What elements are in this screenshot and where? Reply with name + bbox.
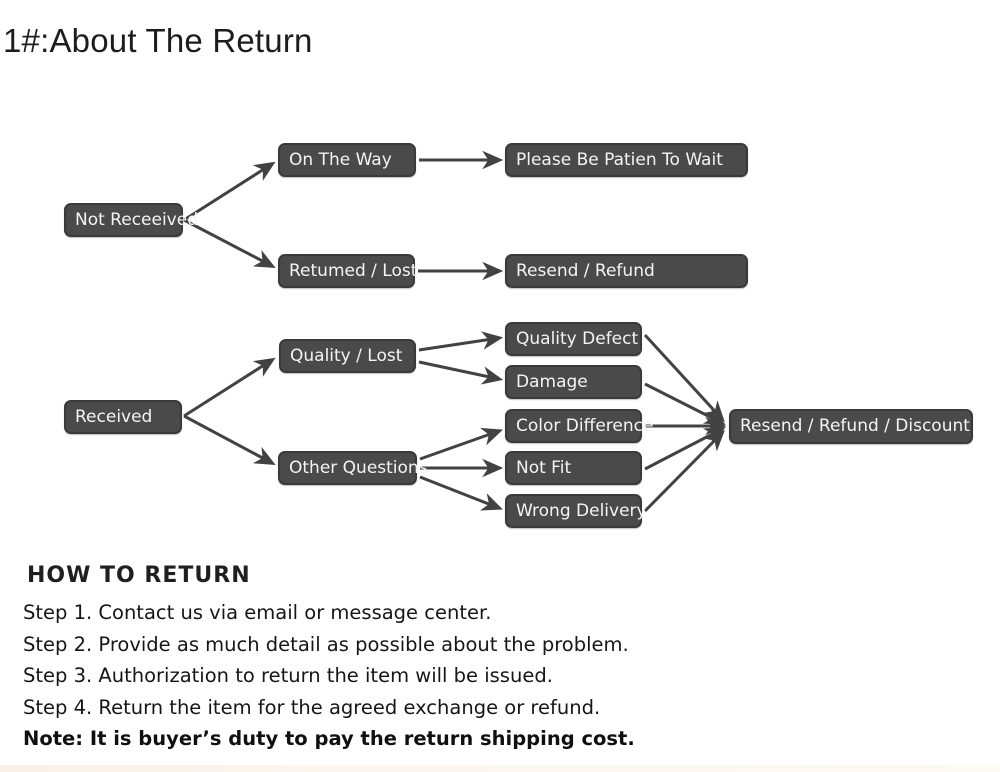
flow-node-please-wait: Please Be Patien To Wait [505, 143, 748, 177]
flow-node-resend-refund-discount: Resend / Refund / Discount [729, 409, 973, 444]
flow-node-received: Received [64, 400, 182, 434]
arrow-received-to-other-questions [183, 414, 276, 465]
arrow-not-received-to-returned-lost [183, 218, 276, 268]
return-step-1: Step 1. Contact us via email or message … [23, 601, 492, 624]
flow-node-other-questions: Other Questions [278, 451, 428, 485]
flow-node-quality-defect: Quality Defect [505, 322, 642, 356]
flow-node-quality-lost: Quality / Lost [279, 339, 416, 373]
how-to-return-section: HOW TO RETURN Step 1. Contact us via ema… [23, 563, 973, 755]
page-title: 1#:About The Return [3, 22, 313, 59]
flowchart-arrows [183, 150, 727, 513]
flow-node-not-received: Not Receeived [64, 203, 198, 237]
return-note: Note: It is buyer’s duty to pay the retu… [23, 727, 635, 751]
flow-node-damage: Damage [505, 365, 642, 399]
how-to-return-heading: HOW TO RETURN [27, 563, 251, 588]
flow-node-on-the-way: On The Way [278, 143, 416, 177]
arrow-received-to-quality-lost [183, 357, 276, 418]
return-step-4: Step 4. Return the item for the agreed e… [23, 695, 601, 719]
arrow-not-received-to-on-the-way [183, 161, 276, 222]
flow-node-resend-refund: Resend / Refund [505, 254, 748, 288]
arrow-damage-to-final [644, 382, 726, 425]
return-step-3: Step 3. Authorization to return the item… [23, 664, 553, 688]
flow-node-wrong-delivery: Wrong Delivery [505, 494, 647, 528]
flow-node-returned-lost: Retumed / Lost [278, 254, 417, 288]
arrow-other-questions-to-color-difference [419, 427, 503, 461]
return-step-2: Step 2. Provide as much detail as possib… [23, 632, 629, 656]
return-flowchart: Not Receeived On The Way Retumed / Lost … [64, 143, 973, 528]
flow-node-color-difference: Color Difference [505, 409, 653, 443]
arrow-other-questions-to-wrong-delivery [419, 475, 503, 511]
arrow-wrong-delivery-to-final [643, 430, 725, 513]
next-section-edge [0, 765, 1000, 772]
flow-node-not-fit: Not Fit [505, 451, 642, 485]
arrow-quality-lost-to-damage [418, 360, 504, 385]
arrow-not-fit-to-final [644, 427, 726, 471]
arrow-quality-defect-to-final [643, 333, 725, 423]
arrow-quality-lost-to-quality-defect [418, 331, 504, 352]
